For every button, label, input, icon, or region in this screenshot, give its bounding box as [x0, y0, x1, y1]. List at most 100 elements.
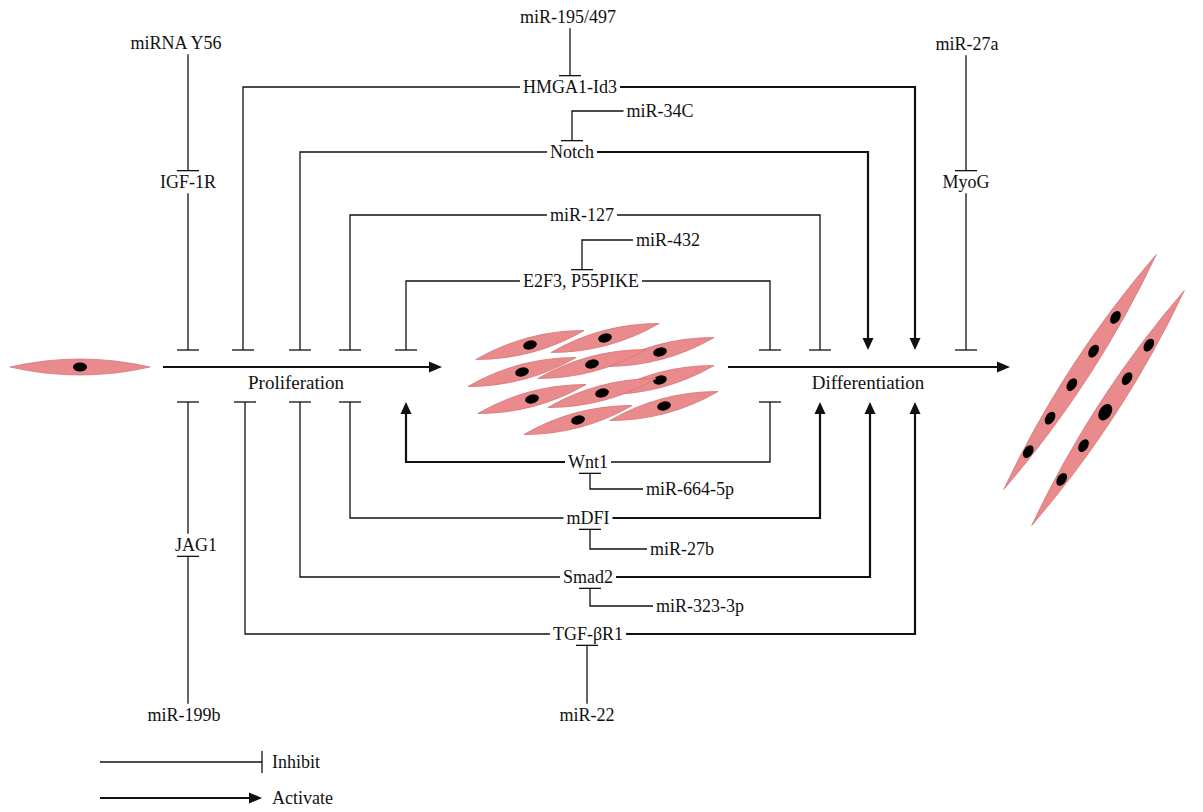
activate-connector	[597, 152, 874, 350]
inhibit-connector	[177, 402, 199, 534]
inhibit-connector	[617, 215, 831, 350]
myoblast-cell	[10, 359, 150, 375]
gene-label: miR-432	[633, 229, 703, 252]
gene-name: miR-323-3p	[656, 596, 744, 617]
cell-cluster	[466, 316, 720, 441]
inhibit-connector	[289, 152, 547, 350]
connector-line	[590, 529, 647, 549]
gene-label: IGF-1R	[157, 171, 219, 194]
process-name: Proliferation	[248, 372, 344, 394]
connector-line	[350, 402, 563, 518]
activate-connector	[616, 402, 876, 577]
connector-line	[243, 87, 520, 350]
activate-connector	[401, 402, 566, 462]
inhibit-connector	[289, 402, 560, 577]
inhibit-connector	[339, 215, 547, 350]
gene-label: Notch	[547, 141, 597, 164]
activate-connector	[620, 87, 921, 350]
connector-line	[597, 152, 868, 340]
gene-name: IGF-1R	[160, 172, 216, 193]
inhibit-connector	[177, 54, 199, 170]
gene-name: miR-22	[559, 705, 614, 726]
gene-label: miR-27b	[647, 538, 717, 561]
gene-label: miRNA Y56	[128, 32, 225, 55]
proliferation-arrow	[163, 362, 442, 373]
gene-name: E2F3, P55PIKE	[523, 271, 639, 292]
connector-line	[245, 402, 550, 634]
gene-name: miR-199b	[147, 705, 220, 726]
inhibit-connector	[177, 556, 199, 703]
gene-label: miR-195/497	[517, 6, 619, 29]
inhibit-connector	[571, 240, 633, 270]
connector-line	[350, 215, 547, 350]
connector-line	[590, 588, 653, 606]
connector-line	[187, 402, 188, 534]
inhibit-connector	[561, 111, 623, 141]
gene-name: mDFI	[566, 508, 609, 529]
inhibit-connector	[611, 402, 781, 462]
process-label: Proliferation	[160, 350, 445, 402]
activate-connector	[613, 402, 826, 518]
gene-label: Wnt1	[565, 451, 611, 474]
connector-line	[572, 111, 623, 141]
connector-line	[582, 240, 633, 270]
gene-label: miR-27a	[933, 33, 1002, 56]
connector-line	[626, 412, 915, 634]
inhibit-connector	[576, 645, 598, 703]
inhibit-connector	[579, 529, 647, 549]
gene-name: TGF-βR1	[553, 624, 623, 645]
connector-line	[611, 402, 770, 462]
gene-name: miR-27a	[936, 34, 999, 55]
connector-line	[586, 645, 587, 703]
legend-text: Activate	[272, 788, 333, 809]
inhibit-connector	[339, 402, 563, 518]
inhibit-connector	[395, 281, 520, 350]
connector-line	[642, 281, 770, 350]
process-label: Differentiation	[728, 350, 1010, 402]
connector-line	[569, 28, 570, 75]
connector-line	[616, 412, 870, 577]
connector-line	[187, 193, 188, 350]
gene-label: mDFI	[563, 507, 612, 530]
legend-activate-sample	[100, 793, 262, 804]
inhibit-connector	[234, 402, 550, 634]
connector-line	[406, 281, 520, 350]
gene-label: TGF-βR1	[550, 623, 626, 646]
gene-label: MyoG	[939, 171, 992, 194]
gene-label: E2F3, P55PIKE	[520, 270, 642, 293]
connector-line	[187, 556, 188, 703]
legend-text: Inhibit	[272, 752, 320, 773]
gene-name: MyoG	[942, 172, 989, 193]
gene-label: miR-34C	[623, 100, 696, 123]
gene-name: miR-432	[636, 230, 700, 251]
connector-line	[590, 473, 643, 489]
inhibit-connector	[579, 473, 643, 489]
inhibit-connector	[955, 55, 977, 170]
gene-name: miR-195/497	[520, 7, 616, 28]
inhibit-connector	[559, 28, 581, 75]
inhibit-connector	[642, 281, 781, 350]
inhibit-connector	[177, 193, 199, 350]
activate-connector	[626, 402, 920, 634]
gene-name: Smad2	[563, 567, 613, 588]
gene-name: miR-27b	[650, 539, 714, 560]
differentiation-arrow	[728, 362, 1010, 373]
inhibit-connector	[955, 193, 977, 350]
connector-line	[965, 55, 966, 170]
connector-line	[617, 215, 820, 350]
inhibit-connector	[579, 588, 653, 606]
connector-line	[406, 412, 565, 462]
myotube-cells	[996, 249, 1192, 530]
gene-label: miR-199b	[144, 704, 223, 727]
gene-label: miR-127	[547, 204, 617, 227]
gene-name: miR-664-5p	[646, 479, 734, 500]
gene-name: HMGA1-Id3	[523, 77, 617, 98]
gene-label: miR-323-3p	[653, 595, 747, 618]
gene-name: Notch	[550, 142, 594, 163]
connector-line	[187, 54, 188, 170]
connector-line	[613, 412, 821, 518]
gene-name: miR-34C	[626, 101, 693, 122]
